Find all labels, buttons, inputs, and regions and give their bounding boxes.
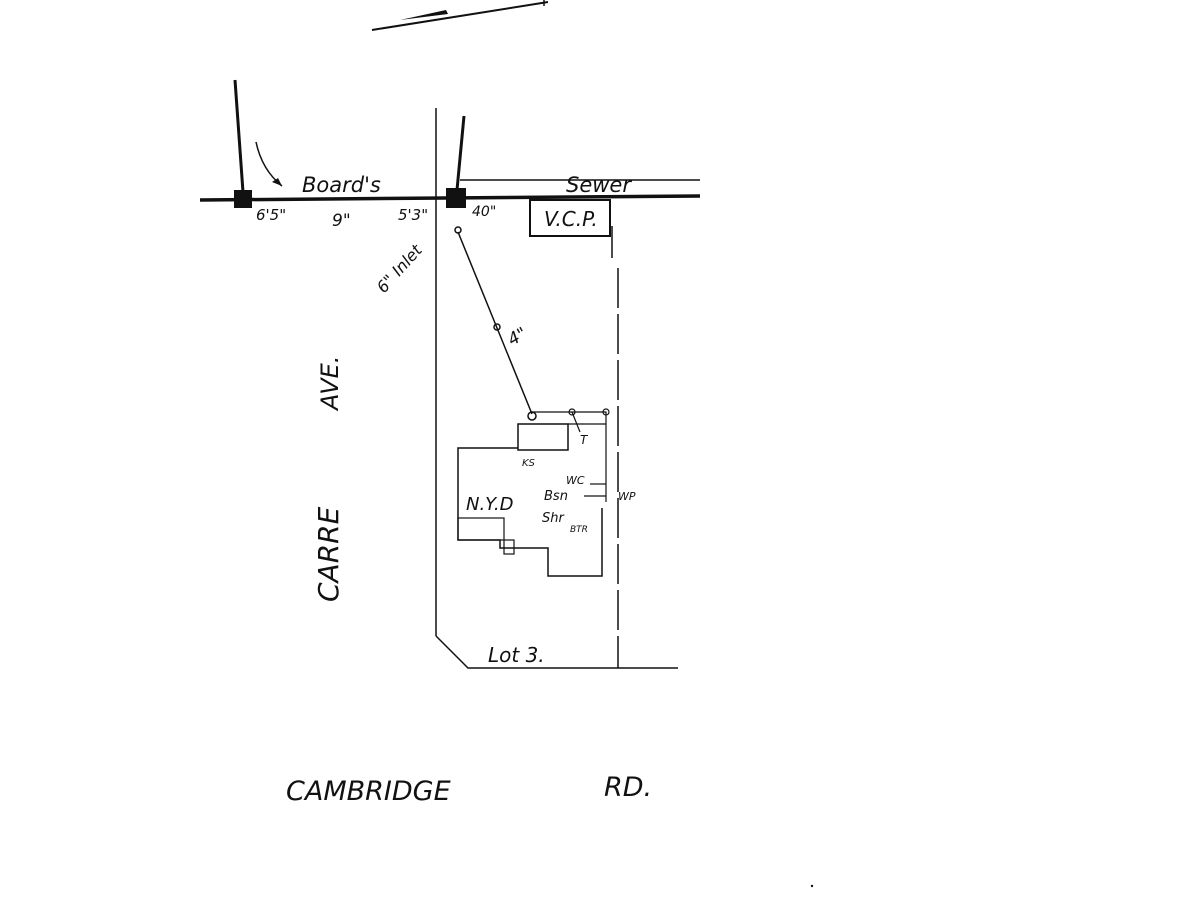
vcp-label: V.C.P. [544,207,598,231]
house-connection-pipe [457,231,533,415]
north-arrow-icon [371,0,549,31]
scan-speck [810,884,814,888]
kitchen-sink-box [517,423,569,451]
fixture-wc-label: WC [566,474,585,487]
sewer-board-label: Board's [302,173,381,197]
dim-right-label: 5'3" [398,206,428,224]
building-label: N.Y.D [466,494,513,515]
manhole-left-icon [233,79,252,208]
building-outline [457,447,603,577]
dim-far-label: 40" [472,204,496,220]
fixture-ks-label: KS [522,458,536,469]
lot-boundary-bottom [435,635,678,669]
sewer-word-label: Sewer [566,173,632,197]
pipe-size-label: 4" [505,324,531,351]
manhole-right-icon [446,115,466,208]
inlet-label: 6" Inlet [373,240,426,296]
street-label-rd: RD. [604,772,652,803]
fixture-shr-label: Shr [542,511,565,526]
lot-label: Lot 3. [488,643,545,667]
dim-mid-label: 9" [332,211,351,231]
vcp-box [529,199,611,237]
street-label-cambridge: CAMBRIDGE [286,776,451,807]
street-label-ave: AVE. [316,356,344,412]
fixture-bsn-label: Bsn [544,489,568,504]
street-label-carre: CARRE [312,506,345,602]
dim-left-label: 6'5" [256,206,286,224]
fixture-wp-label: WP [618,490,636,503]
fixture-t-label: T [580,433,589,447]
fixture-btr-label: BTR [570,525,588,535]
